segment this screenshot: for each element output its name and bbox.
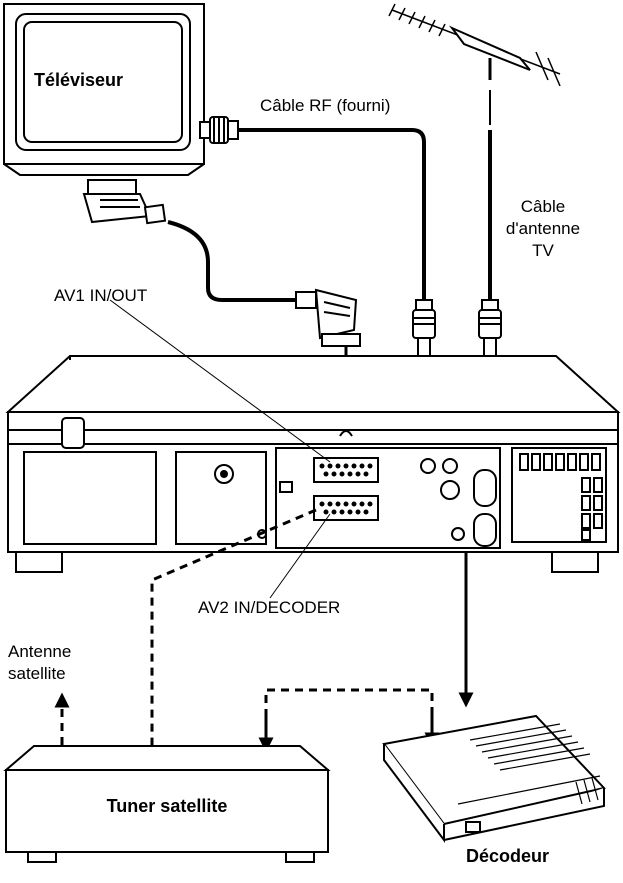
tv-scart-plug-icon (82, 179, 167, 225)
satellite-antenna-label: Antenne satellite (8, 641, 71, 685)
rf-connector-icon (412, 299, 436, 357)
av2-to-tuner-dashed (150, 508, 317, 745)
av1-label: AV1 IN/OUT (54, 286, 148, 305)
antenna-connector-icon (478, 299, 502, 357)
television-icon (3, 3, 205, 176)
tuner-decoder-dashed (264, 688, 434, 745)
rf-cable-label: Câble RF (fourni) (260, 96, 391, 115)
av2-label: AV2 IN/DECODER (198, 598, 341, 617)
antenna-cable-label-line1: Câble (520, 197, 566, 216)
rf-cable-line (238, 128, 426, 300)
antenna-cable-label-line2: d'antenne (505, 219, 581, 238)
tv-label: Téléviseur (34, 70, 124, 90)
scart-cable-line (167, 220, 300, 302)
tuner-label: Tuner satellite (106, 796, 228, 816)
tv-antenna-icon (388, 3, 561, 87)
av2-leader-line (269, 513, 331, 599)
antenna-cable-label-line3: TV (532, 241, 554, 260)
satellite-antenna-label-line1: Antenne (8, 642, 72, 661)
decoder-label: Décodeur (466, 846, 550, 866)
vcr-rear-panel-icon (5, 355, 621, 573)
av1-leader-line (109, 299, 331, 463)
tv-rf-plug-icon (199, 116, 239, 144)
satellite-tuner-icon (3, 745, 331, 863)
decoder-box-icon (382, 714, 606, 843)
satellite-antenna-label-line2: satellite (8, 664, 66, 683)
scart-plug-icon (295, 288, 361, 347)
antenna-cable-label: Câble d'antenne TV (498, 196, 588, 262)
